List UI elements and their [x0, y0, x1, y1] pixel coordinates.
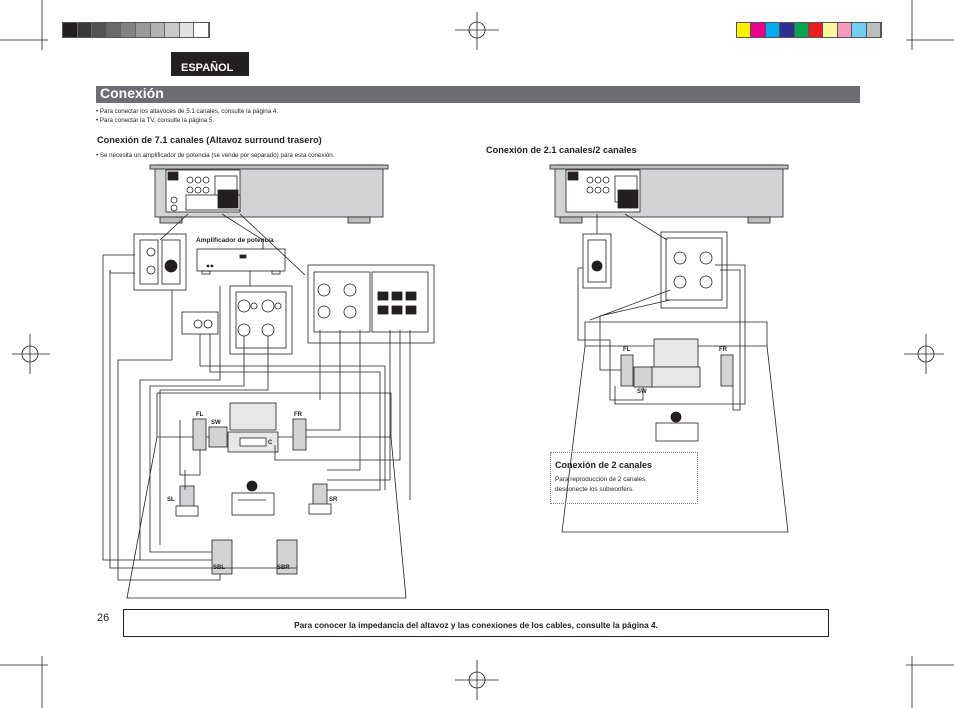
- speaker-fl-21: [620, 354, 634, 387]
- page-title: Conexión: [100, 85, 164, 101]
- color-swatch: [765, 23, 781, 37]
- speaker-fl: [192, 418, 207, 451]
- speaker-sl: [179, 485, 195, 509]
- amp-terminals: [229, 285, 293, 355]
- rear-panel-zoom-21: [660, 231, 728, 309]
- color-swatch: [823, 23, 838, 37]
- speaker-sw: [208, 426, 228, 448]
- amp-label: Amplificador de potencia: [196, 237, 274, 244]
- color-swatch: [794, 23, 809, 37]
- tv-21: [653, 338, 699, 368]
- intro-note-2: • Para conectar la TV, consulte la págin…: [96, 117, 215, 124]
- label-fl: FL: [196, 412, 204, 418]
- label-fr: FR: [294, 412, 302, 418]
- amp-input: [181, 311, 219, 335]
- label-sw-21: SW: [637, 389, 647, 395]
- footer-note: Para conocer la impedancia del altavoz y…: [123, 609, 829, 637]
- grayscale-calibration-bar: [62, 22, 210, 38]
- rear-panel-zoom: [307, 264, 435, 344]
- label-c: C: [268, 440, 273, 446]
- two-channel-box: Conexión de 2 canales Para reproducción …: [550, 452, 698, 504]
- color-swatch: [808, 23, 824, 37]
- preout-panel: [133, 233, 187, 291]
- language-tab: ESPAÑOL: [171, 52, 249, 76]
- color-swatch: [866, 23, 881, 37]
- two-channel-text: Para reproducción de 2 canales, desconec…: [555, 476, 648, 493]
- label-sbl: SBL: [213, 565, 225, 571]
- speaker-fr-21: [720, 354, 734, 387]
- speaker-sr: [312, 483, 328, 507]
- title-bar: Conexión: [96, 85, 860, 103]
- label-sw: SW: [211, 420, 221, 426]
- label-sbr: SBR: [277, 565, 290, 571]
- label-sl: SL: [167, 497, 175, 503]
- intro-note-1: • Para conectar los altavoces de 5.1 can…: [96, 108, 279, 115]
- label-fl-21: FL: [623, 347, 631, 353]
- color-swatch: [751, 23, 766, 37]
- speaker-fr: [292, 418, 307, 451]
- speaker-sbl: [211, 539, 233, 575]
- section-71-note: • Se necesita un amplificador de potenci…: [96, 152, 335, 159]
- listener-71: [231, 492, 275, 516]
- color-swatch: [837, 23, 853, 37]
- color-calibration-bar: [736, 22, 882, 38]
- speaker-sbr: [276, 539, 298, 575]
- label-fr-21: FR: [719, 347, 727, 353]
- power-amp: [196, 248, 286, 272]
- listener-21: [655, 422, 699, 442]
- color-swatch: [737, 23, 752, 37]
- tv-71: [229, 402, 277, 431]
- label-sr: SR: [329, 497, 338, 503]
- color-swatch: [780, 23, 795, 37]
- color-swatch: [852, 23, 867, 37]
- two-channel-title: Conexión de 2 canales: [553, 460, 655, 472]
- speaker-sw-21: [633, 366, 653, 388]
- page-number: 26: [97, 612, 110, 624]
